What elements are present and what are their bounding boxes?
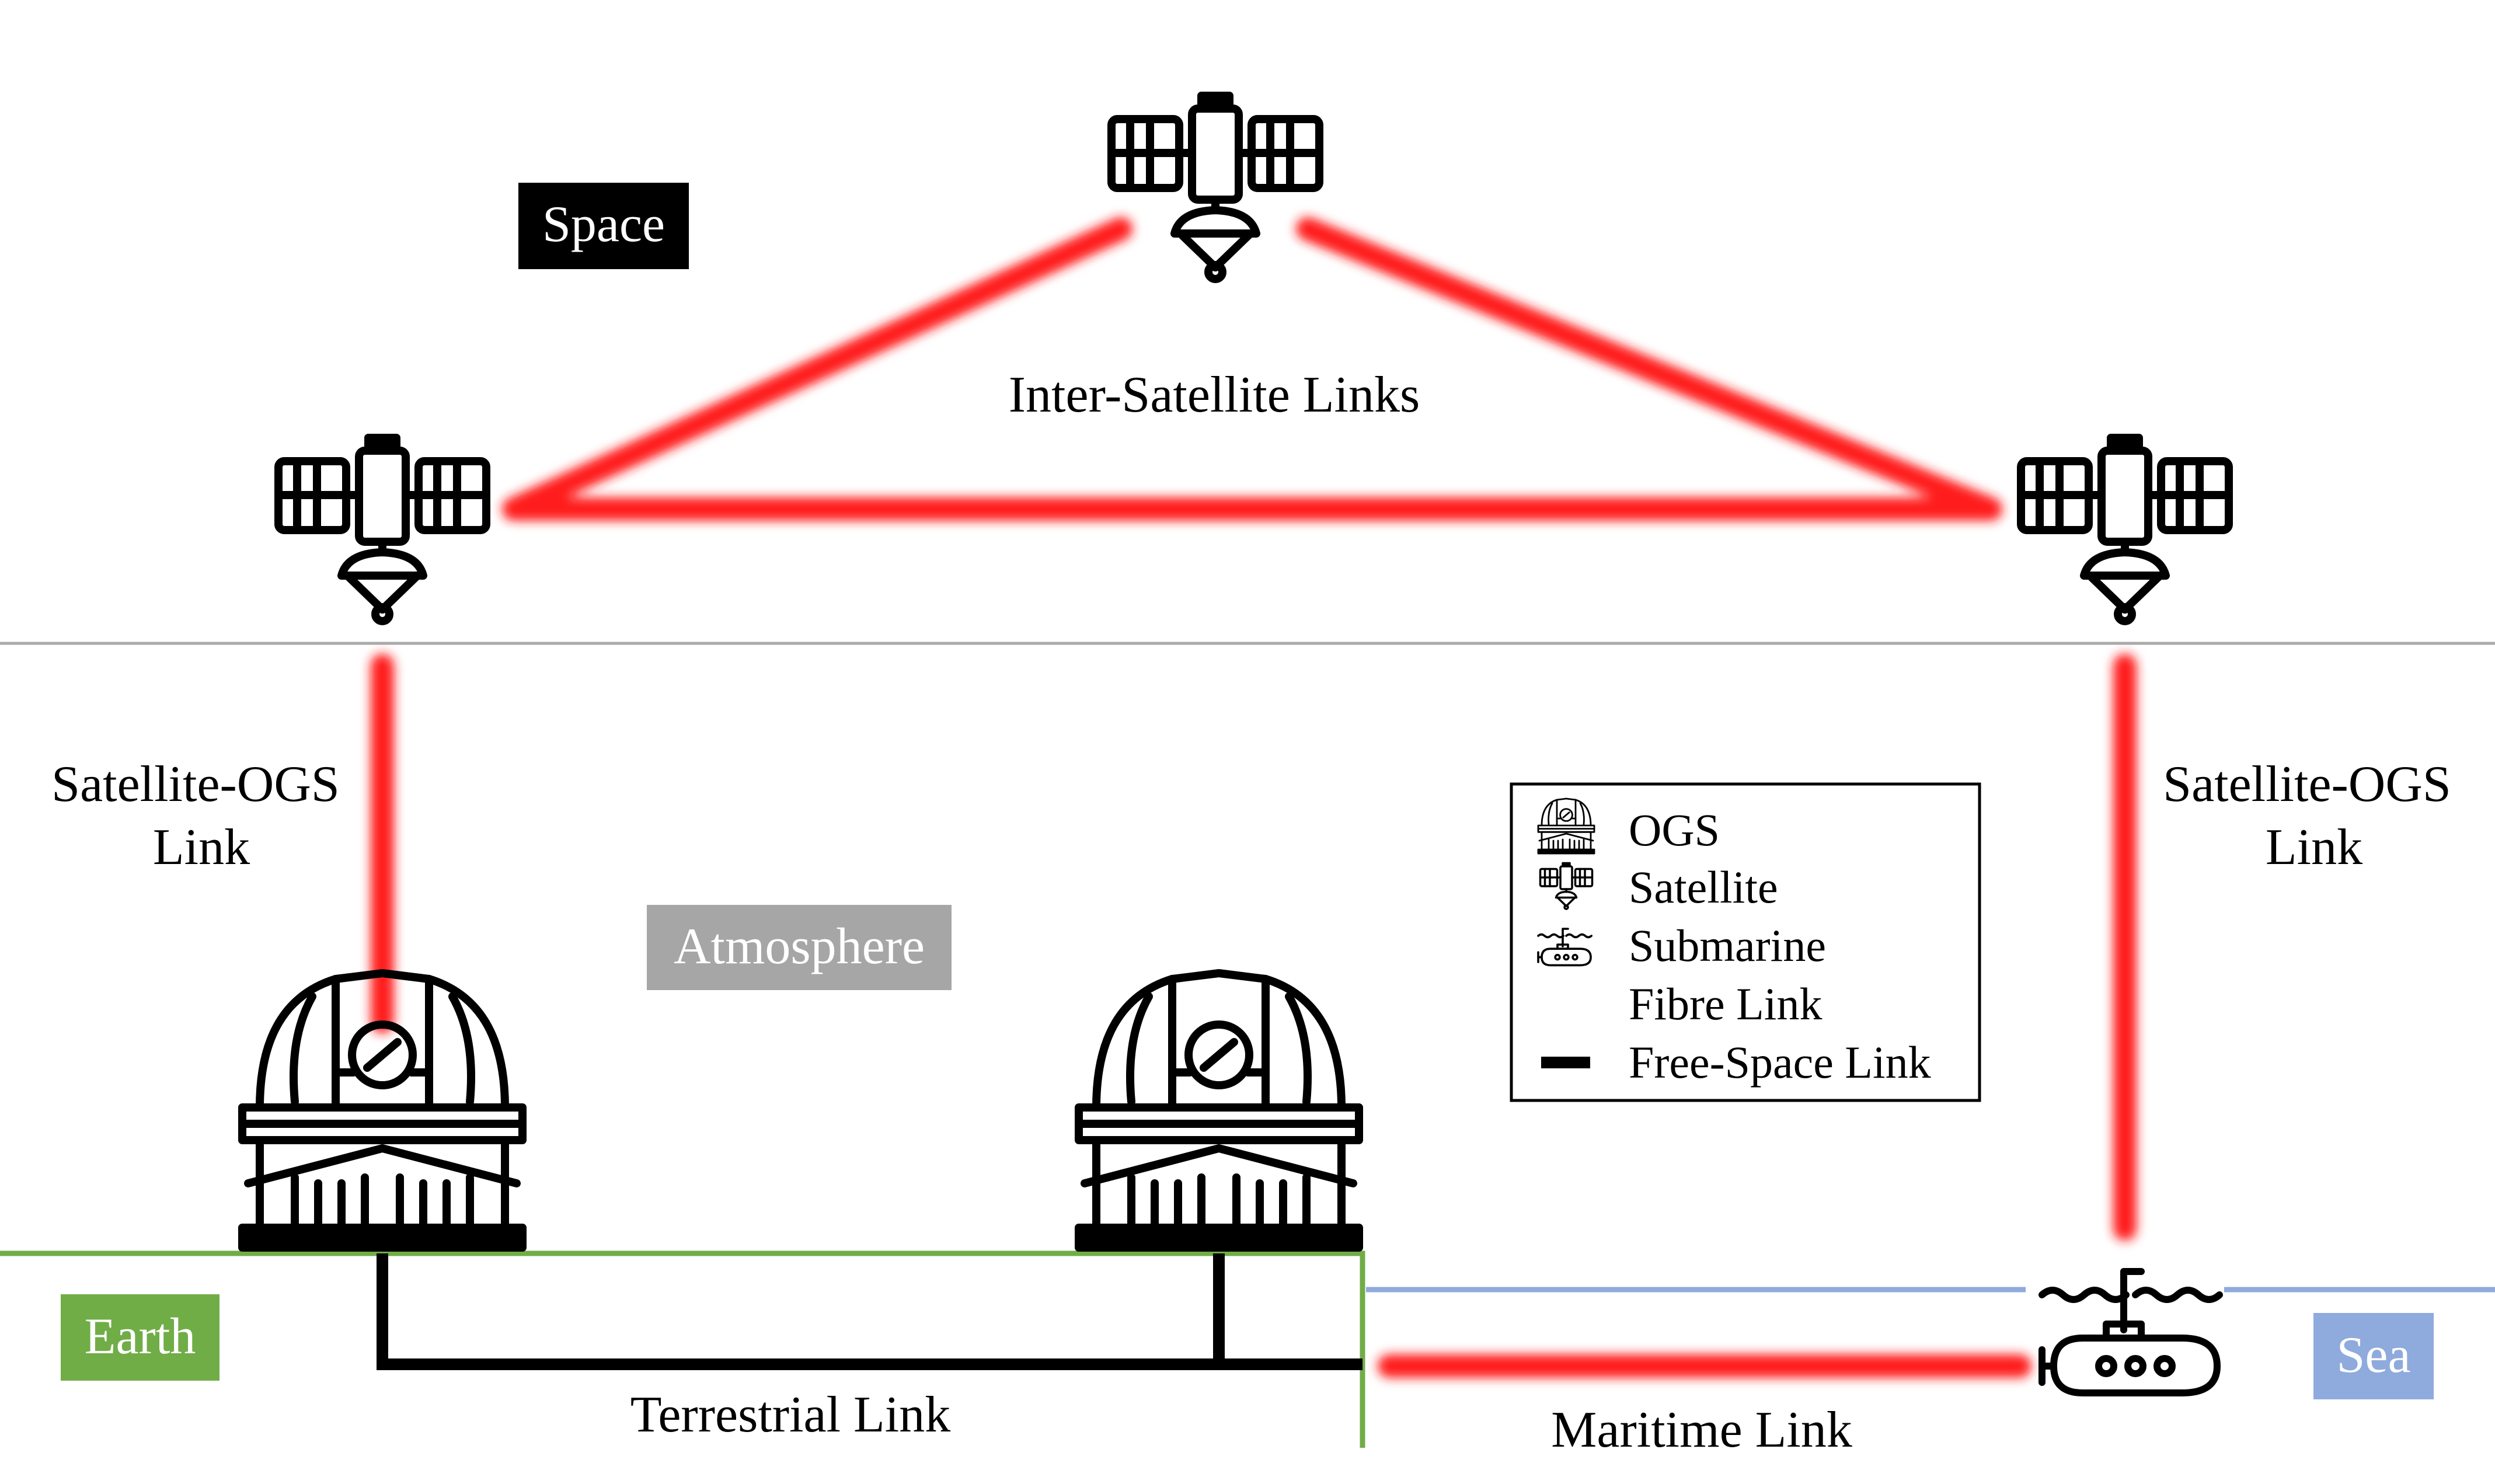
fibre-links	[371, 217, 2137, 1378]
satellite-ogs-left-label-line1: Satellite-OGS	[51, 756, 340, 813]
satellite-ogs-right-label-line1: Satellite-OGS	[2163, 756, 2451, 813]
maritime-link-label: Maritime Link	[1551, 1402, 1852, 1458]
submarine	[2042, 1271, 2219, 1393]
ogs-right	[1079, 973, 1359, 1248]
legend-label-fibre-link: Fibre Link	[1629, 978, 1822, 1029]
legend-item-free-space-link: Free-Space Link	[1541, 1037, 1931, 1088]
legend-label-free-space-link: Free-Space Link	[1629, 1037, 1931, 1088]
legend-item-satellite: Satellite	[1539, 862, 1778, 912]
space-label-box	[518, 183, 689, 269]
inter-satellite-link-right	[1296, 217, 2002, 521]
earth-ground-line	[0, 1250, 1365, 1448]
legend-item-submarine: Submarine	[1537, 920, 1826, 971]
legend-item-fibre-link: Fibre Link	[1536, 978, 1822, 1029]
satellite-icon	[278, 438, 486, 621]
satellite-icon	[2021, 438, 2229, 621]
legend-label-satellite: Satellite	[1629, 862, 1778, 912]
legend: OGS Satellite Submarine Fibre Link Free-…	[1510, 782, 1981, 1102]
legend-label-submarine: Submarine	[1629, 920, 1826, 971]
inter-satellite-link-left	[502, 217, 1132, 521]
atmosphere-label-text: Atmosphere	[674, 918, 925, 975]
sea-label: Sea	[2313, 1313, 2434, 1399]
satellite-right	[2021, 438, 2229, 621]
earth-label-text: Earth	[85, 1308, 196, 1365]
atmosphere-label-box	[647, 905, 952, 990]
satellite-ogs-right-label-line2: Link	[2266, 819, 2362, 876]
free-space-links	[377, 1253, 1363, 1370]
legend-box	[1510, 782, 1981, 1102]
space-label: Space	[518, 183, 689, 269]
submarine-icon	[2042, 1271, 2219, 1393]
atmosphere-label: Atmosphere	[647, 905, 952, 990]
earth-label: Earth	[61, 1294, 219, 1381]
legend-label-ogs: OGS	[1629, 804, 1720, 855]
ogs-icon	[1079, 973, 1359, 1248]
earth-label-box	[61, 1294, 219, 1381]
sea-label-text: Sea	[2336, 1327, 2410, 1384]
terrestrial-link	[377, 1253, 1225, 1370]
satellite-top	[1111, 96, 1319, 279]
terrestrial-link-label: Terrestrial Link	[630, 1387, 951, 1443]
satellite-ogs-left-label-line2: Link	[153, 819, 250, 876]
space-label-text: Space	[542, 196, 665, 253]
legend-item-ogs: OGS	[1537, 797, 1720, 855]
inter-satellite-links-label: Inter-Satellite Links	[1009, 367, 1420, 423]
sea-label-box	[2313, 1313, 2434, 1399]
satellite-icon	[1111, 96, 1319, 279]
satellite-left	[278, 438, 486, 621]
